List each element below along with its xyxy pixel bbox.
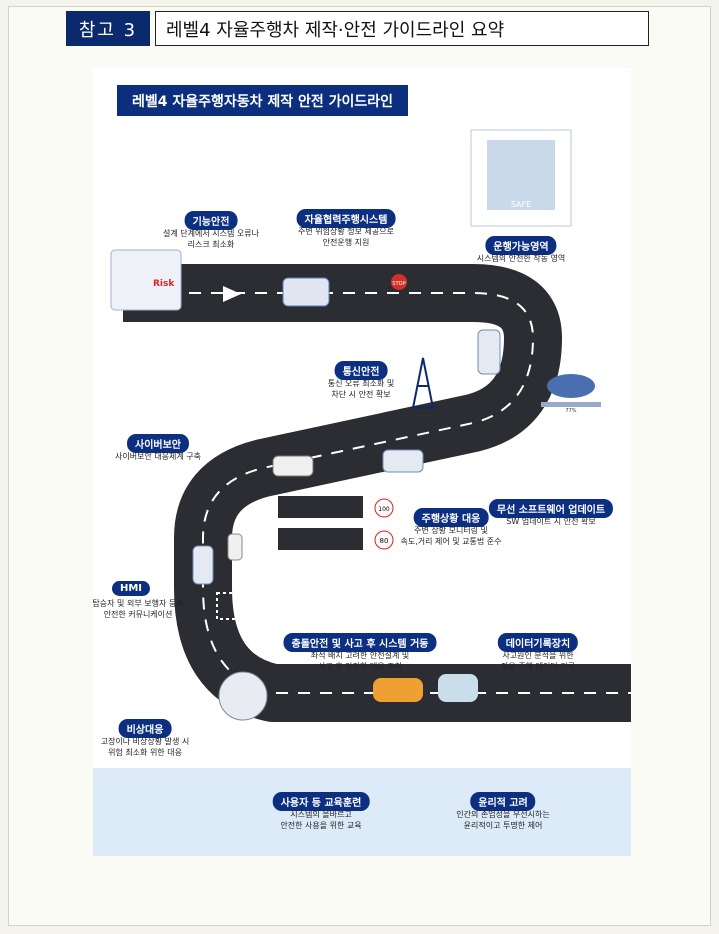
document-title: 레벨4 자율주행차 제작·안전 가이드라인 요약 [155,11,649,46]
bottom-panel [93,768,631,856]
update-percent: 77% [565,408,576,414]
infographic-poster: 100 80 STOP Risk SAFE 77% 레벨4 자율주행자동차 제작… [92,68,631,856]
road-illustration: 100 80 STOP Risk SAFE 77% [110,129,631,722]
reference-tag: 참고 3 [66,11,150,46]
label-functional-safety: 기능안전 [184,211,238,230]
label-user-training: 사용자 등 교육훈련 [272,792,370,811]
speed-sign-100: 100 [378,506,390,513]
label-hmi: HMI [111,581,151,596]
stop-sign-text: STOP [392,281,405,287]
desc-ota-update: SW 업데이트 시 안전 확보 [506,517,596,526]
desc-cybersecurity: 사이버보안 대응체계 구축 [114,452,202,461]
label-odd: 운행가능영역 [485,236,557,255]
label-communication-safety: 통신안전 [334,361,388,380]
label-driving-response: 주행상황 대응 [413,508,489,527]
label-emergency-response: 비상대응 [118,719,172,738]
label-crash-safety: 충돌안전 및 사고 후 시스템 거동 [283,633,437,652]
label-data-recorder: 데이터기록장치 [497,633,579,652]
desc-odd: 시스템의 안전한 작동 영역 [476,254,566,263]
label-cybersecurity: 사이버보안 [127,434,189,453]
label-cooperative-driving: 자율협력주행시스템 [296,209,396,228]
risk-text: Risk [153,279,175,289]
speed-sign-80: 80 [380,537,389,545]
safe-text: SAFE [511,200,531,209]
label-ethics: 윤리적 고려 [470,792,536,811]
label-ota-update: 무선 소프트웨어 업데이트 [488,499,614,518]
poster-title: 레벨4 자율주행자동차 제작 안전 가이드라인 [117,85,408,116]
